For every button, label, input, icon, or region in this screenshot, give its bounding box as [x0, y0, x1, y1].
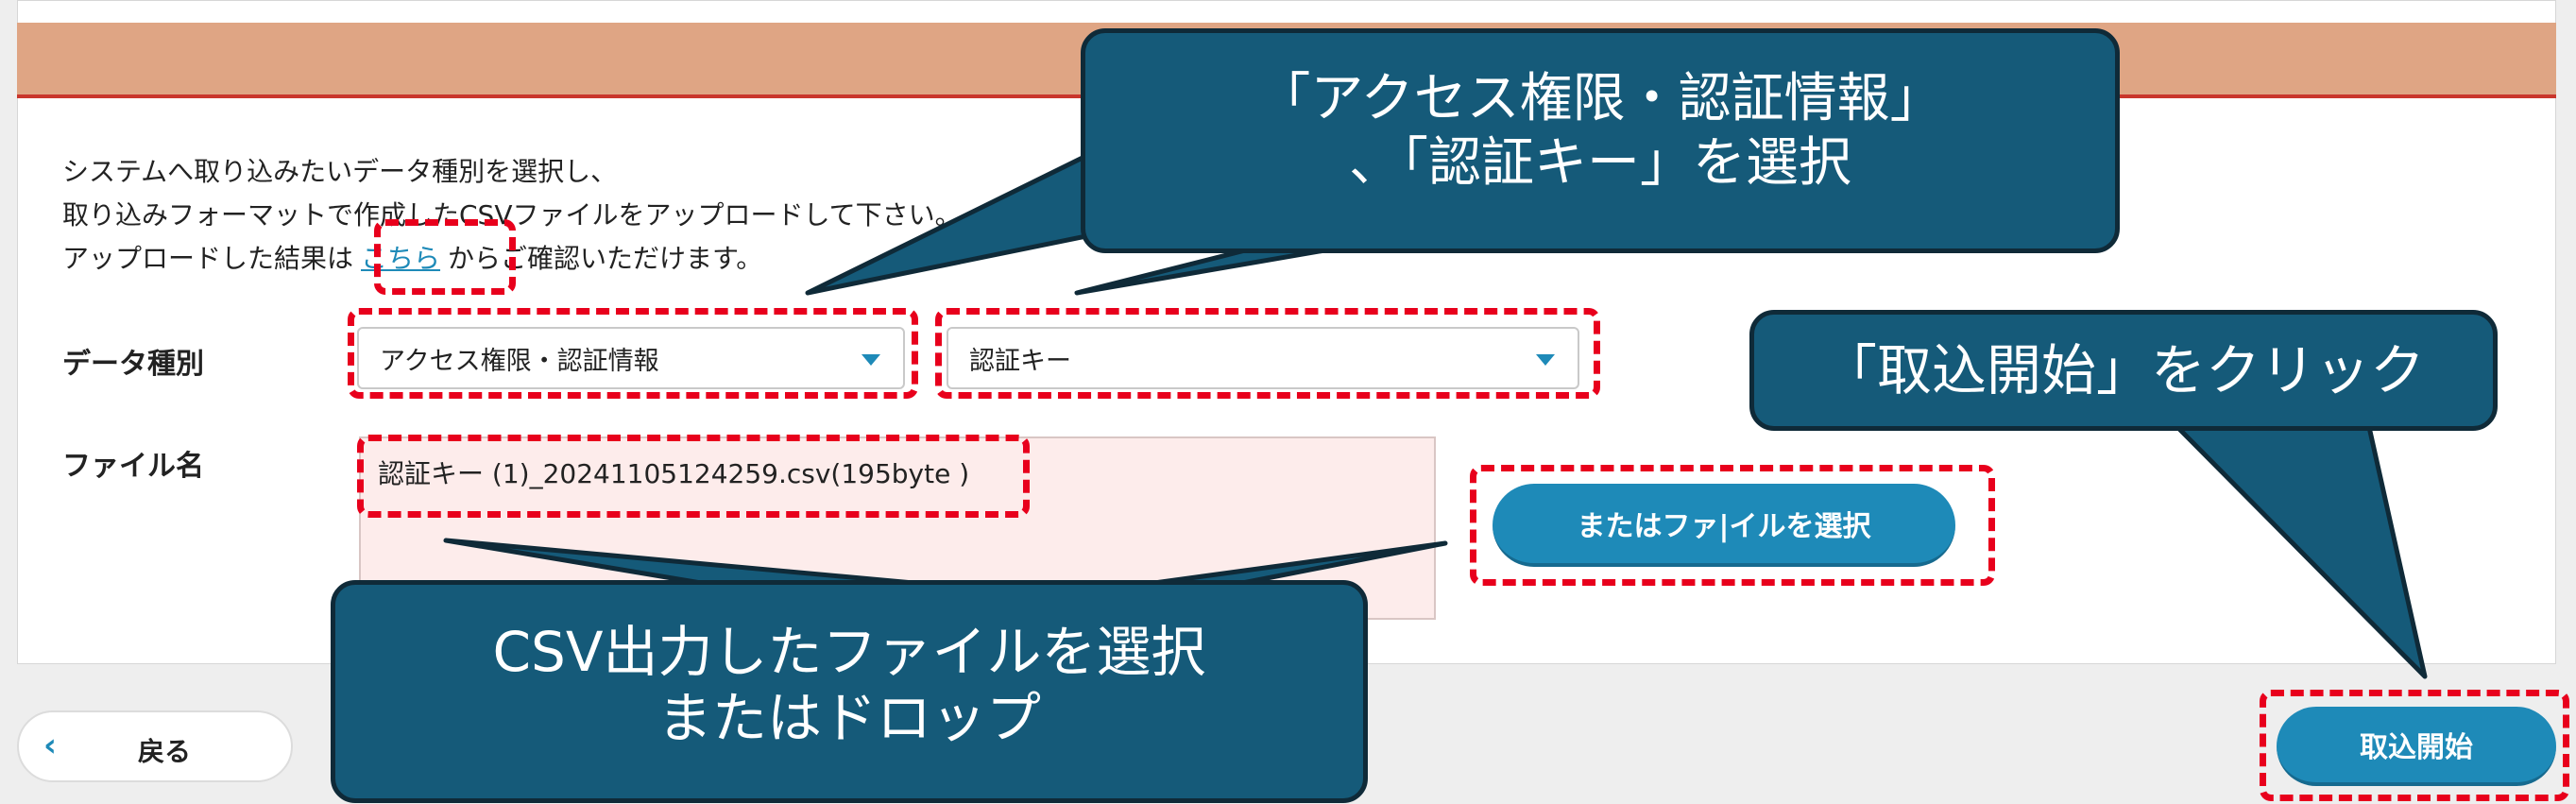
start-import-button[interactable]: 取込開始 — [2277, 707, 2556, 786]
callout-select-file: CSV出力したファイルを選択 またはドロップ — [331, 580, 1368, 803]
highlight-file-name — [357, 435, 1030, 518]
data-subtype-select[interactable]: 認証キー — [947, 327, 1579, 389]
selected-file-name: 認証キー (1)_20241105124259.csv(195byte ) — [378, 458, 970, 489]
highlight-data-type — [348, 308, 918, 399]
highlight-link — [374, 219, 516, 295]
instruction-line-1: システムへ取り込みたいデータ種別を選択し、 — [62, 156, 618, 187]
instruction-text-suffix: からご確認いただけます。 — [448, 243, 763, 274]
callout-click-start: 「取込開始」をクリック — [1749, 310, 2498, 431]
back-button[interactable]: ‹ 戻る — [17, 710, 293, 782]
callout-select-type-line1: 「アクセス権限・認証情報」 — [1257, 68, 1943, 129]
data-type-label: データ種別 — [62, 348, 204, 381]
callout-click-start-text: 「取込開始」をクリック — [1821, 338, 2425, 402]
back-button-label: 戻る — [138, 736, 192, 767]
data-type-select[interactable]: アクセス権限・認証情報 — [357, 327, 905, 389]
highlight-data-subtype — [935, 308, 1600, 399]
highlight-start-button — [2260, 690, 2569, 801]
instruction-text: アップロードした結果は — [62, 243, 354, 274]
highlight-select-file — [1470, 465, 1995, 586]
chevron-left-icon: ‹ — [43, 727, 58, 764]
callout-select-file-line1: CSV出力したファイルを選択 — [492, 620, 1206, 684]
chevron-down-icon — [862, 354, 880, 366]
chevron-down-icon — [1536, 354, 1555, 366]
callout-select-file-line2: またはドロップ — [657, 686, 1041, 750]
callout-select-type-line2: 、「認証キー」を選択 — [1349, 132, 1851, 194]
callout-select-type: 「アクセス権限・認証情報」 、「認証キー」を選択 — [1081, 28, 2120, 253]
select-file-button[interactable]: またはファ|イルを選択 — [1493, 484, 1955, 567]
data-subtype-value: 認証キー — [969, 346, 1071, 376]
file-name-label: ファイル名 — [62, 450, 204, 483]
data-type-value: アクセス権限・認証情報 — [380, 346, 659, 376]
